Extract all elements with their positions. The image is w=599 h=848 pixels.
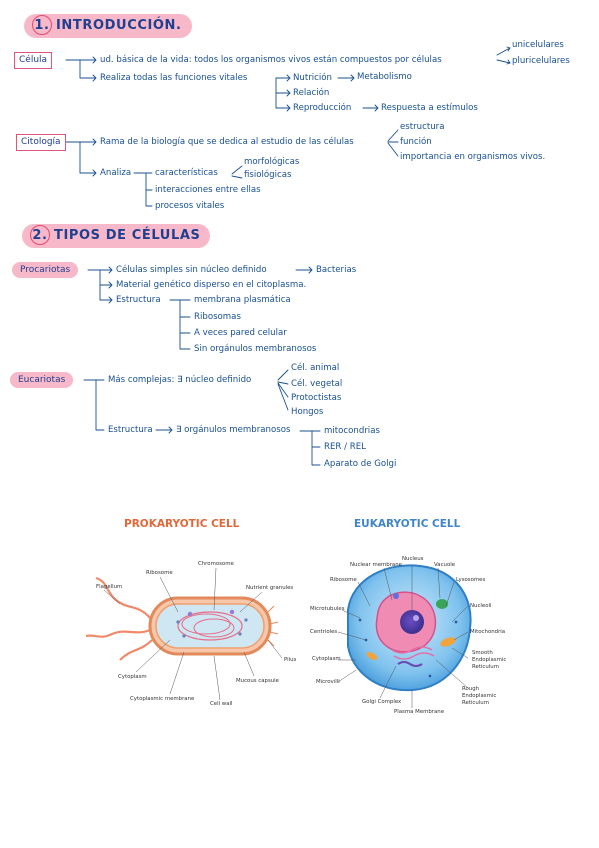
eucariotas-vegetal: Cél. vegetal <box>291 379 343 389</box>
section-number: 2. <box>30 225 50 245</box>
label-euk-centrioles: Centrioles <box>310 629 338 635</box>
procariotas-definition: Células simples sin núcleo definido <box>116 265 267 275</box>
citologia-interacciones: interacciones entre ellas <box>155 185 261 195</box>
procariotas-sin-organulos: Sin orgánulos membranosos <box>194 344 317 354</box>
label-pro-mucous: Mucous capsule <box>236 678 279 684</box>
celula-funciones: Realiza todas las funciones vitales <box>100 73 248 83</box>
label-pro-membrane: Cytoplasmic membrane <box>130 696 195 702</box>
eucariotas-protoctistas: Protoctistas <box>291 393 342 403</box>
label-euk-microvilli: Microvilli <box>316 679 340 685</box>
label-euk-golgi: Golgi Complex <box>362 699 402 705</box>
citologia-analiza: Analiza <box>100 168 132 178</box>
eukaryotic-cell-title: EUKARYOTIC CELL <box>354 518 461 530</box>
label-pro-chromosome: Chromosome <box>198 561 234 567</box>
procariotas-ribosomas: Ribosomas <box>194 312 241 322</box>
eucariotas-rer: RER / REL <box>324 442 366 452</box>
label-pro-ribosome: Ribosome <box>146 570 173 576</box>
citologia-morfologicas: morfológicas <box>244 157 300 167</box>
celula-unicelulares: unicelulares <box>512 40 564 50</box>
celula-respuesta: Respuesta a estímulos <box>381 103 478 113</box>
label-pro-flagellum: Flagellum <box>96 584 123 590</box>
eucariotas-definition: Más complejas: ∃ núcleo definido <box>108 375 252 385</box>
term-pill-procariotas: Procariotas <box>12 262 79 278</box>
citologia-funcion: función <box>400 137 432 147</box>
label-euk-smooth-er: Smooth Endoplasmic Reticulum <box>472 650 507 670</box>
label-euk-vacuole: Vacuole <box>434 562 456 568</box>
celula-pluricelulares: pluricelulares <box>512 56 570 66</box>
label-euk-plasma: Plasma Membrane <box>394 709 445 715</box>
label-euk-nuclear-membrane: Nuclear membrane <box>350 562 402 568</box>
eucariotas-animal: Cél. animal <box>291 363 340 373</box>
celula-definition: ud. básica de la vida: todos los organis… <box>100 55 442 65</box>
eucariotas-estructura: Estructura <box>108 425 153 435</box>
term-box-celula: Célula <box>14 52 53 69</box>
celula-metabolismo: Metabolismo <box>357 72 412 82</box>
celula-reproduccion: Reproducción <box>293 103 352 113</box>
section-heading-tipos: 2. TIPOS DE CÉLULAS <box>22 224 211 248</box>
term-pill-eucariotas: Eucariotas <box>10 372 74 388</box>
label-euk-cytoplasm: Cytoplasm <box>312 656 341 662</box>
procariotas-pared: A veces pared celular <box>194 328 287 338</box>
eucariotas-organulos: ∃ orgánulos membranosos <box>176 425 291 435</box>
label-euk-microtubules: Microtubules <box>310 606 345 612</box>
label-pro-wall: Cell wall <box>210 701 233 707</box>
term-box-citologia: Citología <box>16 134 66 151</box>
label-euk-mitochondria: Mitochondria <box>470 629 506 635</box>
section-heading-introduccion: 1. INTRODUCCIÓN. <box>24 14 192 38</box>
label-pro-cytoplasm: Cytoplasm <box>118 674 147 680</box>
celula-nutricion: Nutrición <box>293 73 332 83</box>
procariotas-estructura: Estructura <box>116 295 161 305</box>
citologia-definition: Rama de la biología que se dedica al est… <box>100 137 354 147</box>
celula-relacion: Relación <box>293 88 330 98</box>
label-euk-nucleus: Nucleus <box>402 556 424 562</box>
eucariotas-golgi: Aparato de Golgi <box>324 459 397 469</box>
citologia-caracteristicas: características <box>155 168 218 178</box>
section-number: 1. <box>32 15 52 35</box>
eukaryotic-cell-drawing <box>347 564 472 692</box>
section-title: INTRODUCCIÓN. <box>56 18 182 33</box>
citologia-importancia: importancia en organismos vivos. <box>400 152 546 162</box>
label-euk-lysosomes: Lysosomes <box>456 577 486 583</box>
procariotas-membrana: membrana plasmática <box>194 295 291 305</box>
procariotas-bacterias: Bacterias <box>316 265 357 275</box>
label-euk-rough-er: Rough Endoplasmic Reticulum <box>462 686 497 706</box>
section-title: TIPOS DE CÉLULAS <box>54 228 201 243</box>
label-pro-nutrient: Nutrient granules <box>246 585 294 591</box>
prokaryotic-cell-title: PROKARYOTIC CELL <box>124 518 240 530</box>
connector-arrows <box>65 46 511 466</box>
citologia-procesos: procesos vitales <box>155 201 225 211</box>
procariotas-material: Material genético disperso en el citopla… <box>116 280 307 290</box>
citologia-estructura: estructura <box>400 122 445 132</box>
citologia-fisiologicas: fisiológicas <box>244 170 292 180</box>
label-euk-nucleoli: Nucleoli <box>470 603 492 609</box>
eucariotas-mitocondrias: mitocondrias <box>324 426 380 436</box>
label-pro-pilus: Pilus <box>284 657 297 663</box>
label-euk-ribosome: Ribosome <box>330 577 357 583</box>
eucariotas-hongos: Hongos <box>291 407 324 417</box>
